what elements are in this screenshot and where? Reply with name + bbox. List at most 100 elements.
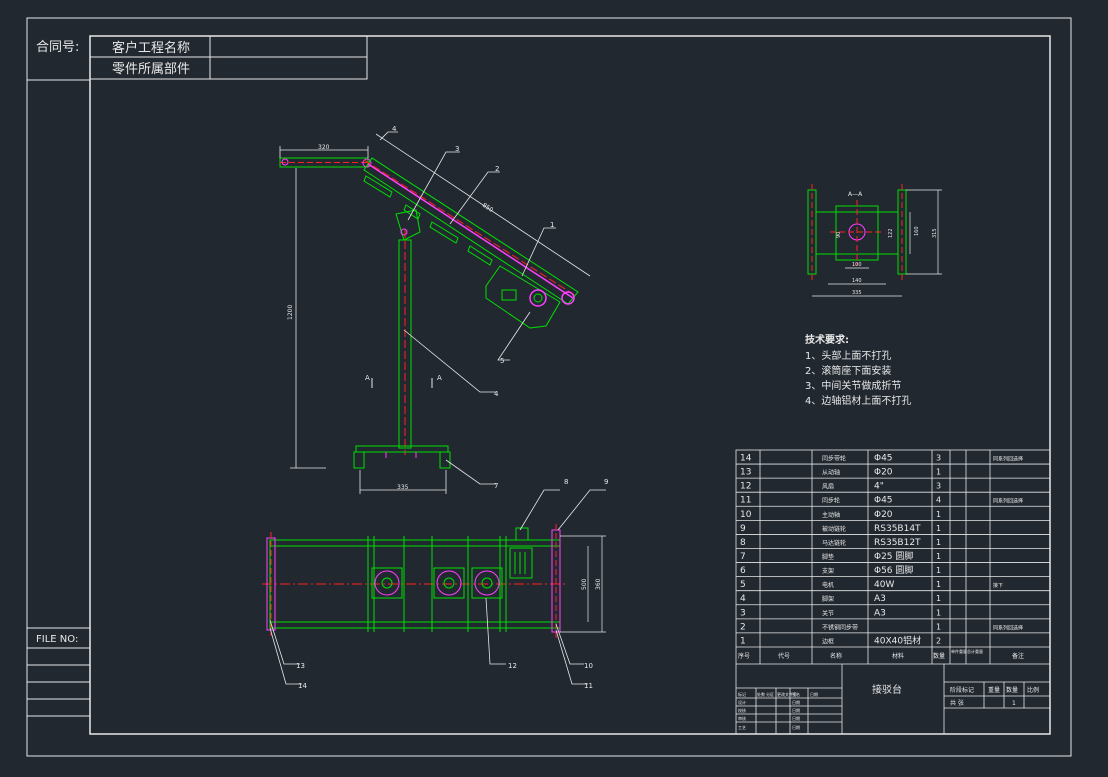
dim-plan-360: 360 [595,578,602,590]
section-marker-right: A [437,374,442,382]
count-label: 数量 [1006,686,1018,694]
dim-aa-100: 100 [852,262,862,268]
bom-cell-note: 同系列回选择 [993,624,1023,631]
tech-item-2: 2、滚筒座下面安装 [805,364,891,377]
tb-row-4: 审核 [738,715,746,721]
bom-cell-qty: 1 [936,552,941,561]
bom-cell-spec: RS35B14T [874,524,921,534]
base [355,445,449,453]
dim-plan-500: 500 [581,578,588,590]
bom-header-code: 代号 [778,652,790,660]
bom-cell-spec: Φ20 [874,468,893,478]
dim-aa-315: 315 [932,228,938,238]
bom-cell-qty: 1 [936,622,941,631]
tb-col-1: 处数 [757,691,765,697]
tb-col-3: 更改文件号 [777,691,797,697]
tb-col-4: 签名 [792,691,800,697]
project-label: 客户工程名称 [112,40,190,56]
dim-top: 320 [318,144,330,151]
bom-cell-qty: 1 [936,566,941,575]
left-strip [27,79,90,717]
bom-cell-no: 12 [740,482,751,492]
section-marker-left: A [365,374,370,382]
callout-10: 10 [584,662,593,670]
bom-cell-qty: 1 [936,524,941,533]
tb-col-5: 日期 [810,691,818,697]
bom-cell-name: 从动轴 [822,469,840,477]
dim-aa-335: 335 [852,290,862,296]
sheet-label: 共 张 [950,699,964,707]
tb-date-2: 日期 [792,707,800,713]
bom-cell-no: 5 [740,580,746,590]
bom-cell-qty: 1 [936,510,941,519]
bom-cell-spec: A3 [874,594,886,604]
tb-row-2: 设计 [738,699,746,705]
dim-aa-140: 140 [852,278,862,284]
bom-header-no: 序号 [738,652,750,660]
sheet-number: 1 [1012,700,1016,707]
bom-cell-no: 1 [740,636,746,646]
bom-header-material: 材料 [892,652,904,660]
bom-cell-note: 同系列回选择 [993,456,1023,463]
bom-cell-name: 脚垫 [822,553,834,561]
section-aa-view [807,184,907,280]
bom-cell-spec: Φ25 圆脚 [874,551,913,562]
motor-housing [485,265,561,329]
bom-cell-no: 2 [740,622,746,632]
tb-col-2: 分区 [766,691,774,697]
bom-cell-name: 支架 [822,567,834,575]
plan-callout-leaders [269,489,606,685]
bom-cell-qty: 1 [936,538,941,547]
bom-cell-no: 6 [740,566,746,576]
bom-cell-no: 4 [740,594,746,604]
bom-cell-no: 14 [740,454,752,464]
scale-label: 比例 [1027,686,1039,694]
bom-cell-qty: 4 [936,496,941,505]
title-block: 接驳台 阶段标记 重量 数量 比例 共 张 1 处数 分区 更改文件号 签名 日… [738,683,1039,730]
bom-header-note: 备注 [1012,652,1024,660]
bom-cell-qty: 3 [936,454,941,463]
dim-height: 1200 [287,305,294,320]
tb-row-1: 标记 [738,691,746,697]
bom-cell-no: 10 [740,510,752,520]
dim-base: 335 [397,484,409,491]
bom-cell-name: 不锈钢同步带 [822,623,858,631]
tech-item-3: 3、中间关节做成折节 [805,379,901,392]
bom-cell-no: 8 [740,538,746,548]
callout-3: 3 [455,145,459,153]
tech-title: 技术要求: [805,333,849,346]
bom-cell-spec: Φ20 [874,510,893,520]
callout-14: 14 [298,682,307,690]
bom-header-qty: 数量 [933,652,945,660]
vertical-column [398,239,412,449]
bom-cell-spec: 40W [874,580,894,590]
callout-2: 2 [495,165,499,173]
bom-cell-qty: 2 [936,636,941,645]
outer-frame [26,17,1072,757]
stage-label: 阶段标记 [950,686,974,694]
bom-cell-qty: 1 [936,594,941,603]
callout-5: 5 [500,357,504,365]
contract-label: 合同号: [36,40,79,55]
tech-requirements: 技术要求: 1、头部上面不打孔 2、滚筒座下面安装 3、中间关节做成折节 4、边… [805,333,911,407]
bom-grid [735,449,1051,735]
callout-8: 8 [564,478,568,486]
file-label: FILE NO: [36,634,78,645]
bom-cell-name: 马达链轮 [822,539,846,547]
dim-aa-122: 122 [888,228,894,238]
callout-1: 1 [550,221,554,229]
section-aa-label: A—A [848,191,863,198]
bom-cell-spec: 4" [874,482,884,492]
bom-cell-spec: Φ56 圆脚 [874,565,913,576]
weight-label: 重量 [988,686,1000,694]
tb-date-1: 日期 [792,699,800,705]
callout-11: 11 [584,682,593,690]
tb-row-5: 工艺 [738,725,746,730]
plan-view [262,524,568,638]
bom-header: 序号 代号 名称 材料 数量 单件重量 总计重量 备注 [738,648,1024,660]
tech-item-1: 1、头部上面不打孔 [805,349,891,362]
bom-cell-spec: 40X40铝材 [874,634,921,646]
bom-cell-spec: RS35B12T [874,538,921,548]
bom-cell-spec: Φ45 [874,454,893,464]
